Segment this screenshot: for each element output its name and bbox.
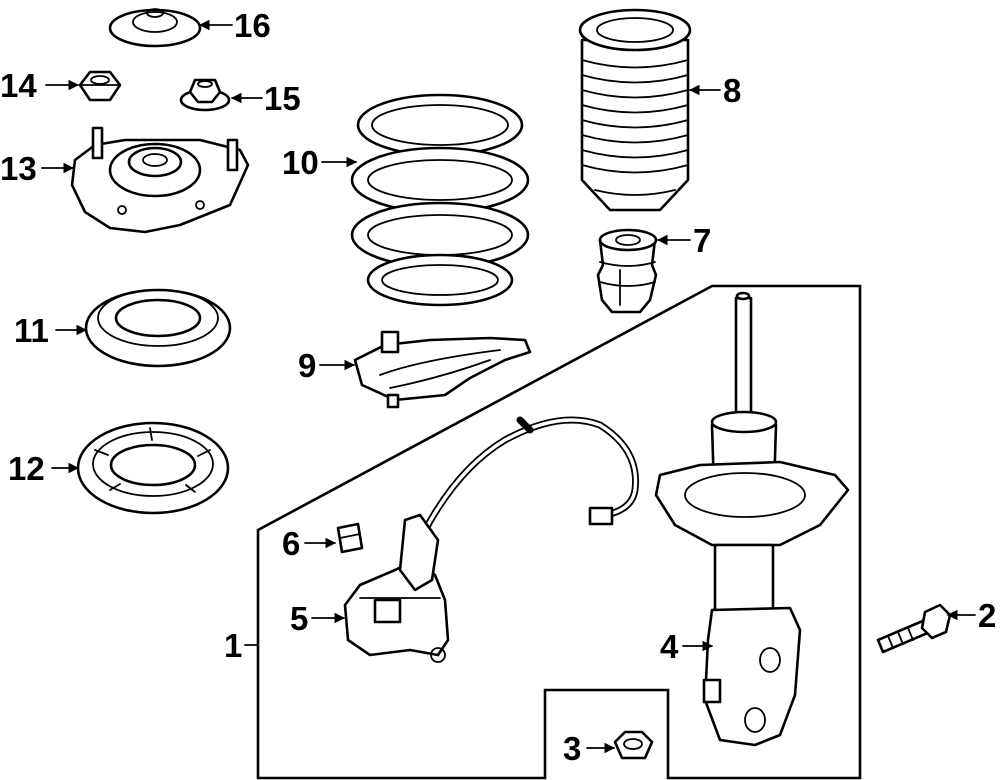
part-6-clip[interactable]: [336, 522, 364, 554]
assembly-outline: [256, 284, 862, 780]
part-12-spring-isolator[interactable]: [76, 421, 230, 515]
callout-16: 16: [234, 7, 271, 44]
callout-14: 14: [0, 67, 37, 104]
callout-11: 11: [14, 312, 49, 349]
part-13-strut-mount[interactable]: [70, 126, 250, 234]
sensor-wire: [416, 416, 640, 544]
callout-15: 15: [264, 80, 301, 117]
part-15-flange-nut[interactable]: [179, 78, 231, 112]
callout-12: 12: [8, 450, 45, 487]
part-11-bearing[interactable]: [84, 288, 232, 368]
callout-13: 13: [0, 150, 37, 187]
callout-2: 2: [978, 597, 996, 634]
callout-9: 9: [298, 347, 316, 384]
part-10-coil-spring[interactable]: [350, 93, 530, 307]
callout-3: 3: [563, 730, 581, 767]
callout-10: 10: [282, 144, 319, 181]
part-7-bump-stop[interactable]: [596, 228, 658, 314]
part-5-bracket[interactable]: [343, 513, 450, 663]
part-8-dust-boot[interactable]: [578, 8, 692, 212]
callout-4: 4: [660, 628, 679, 665]
part-2-bolt[interactable]: [876, 603, 952, 654]
callout-6: 6: [282, 525, 300, 562]
callout-labels: 16 14 15 13 10 8 7 11 9 12 6 5 1 4 2 3: [0, 7, 996, 767]
callout-5: 5: [290, 600, 308, 637]
part-4-strut[interactable]: [654, 291, 850, 747]
part-3-nut[interactable]: [613, 730, 654, 760]
callout-1: 1: [224, 627, 242, 664]
part-9-spring-seat[interactable]: [353, 330, 532, 409]
part-16-cap[interactable]: [108, 8, 202, 48]
part-14-hex-nut[interactable]: [78, 70, 122, 102]
callout-7: 7: [693, 222, 711, 259]
callout-8: 8: [723, 72, 741, 109]
callout-arrows: [41, 19, 976, 754]
